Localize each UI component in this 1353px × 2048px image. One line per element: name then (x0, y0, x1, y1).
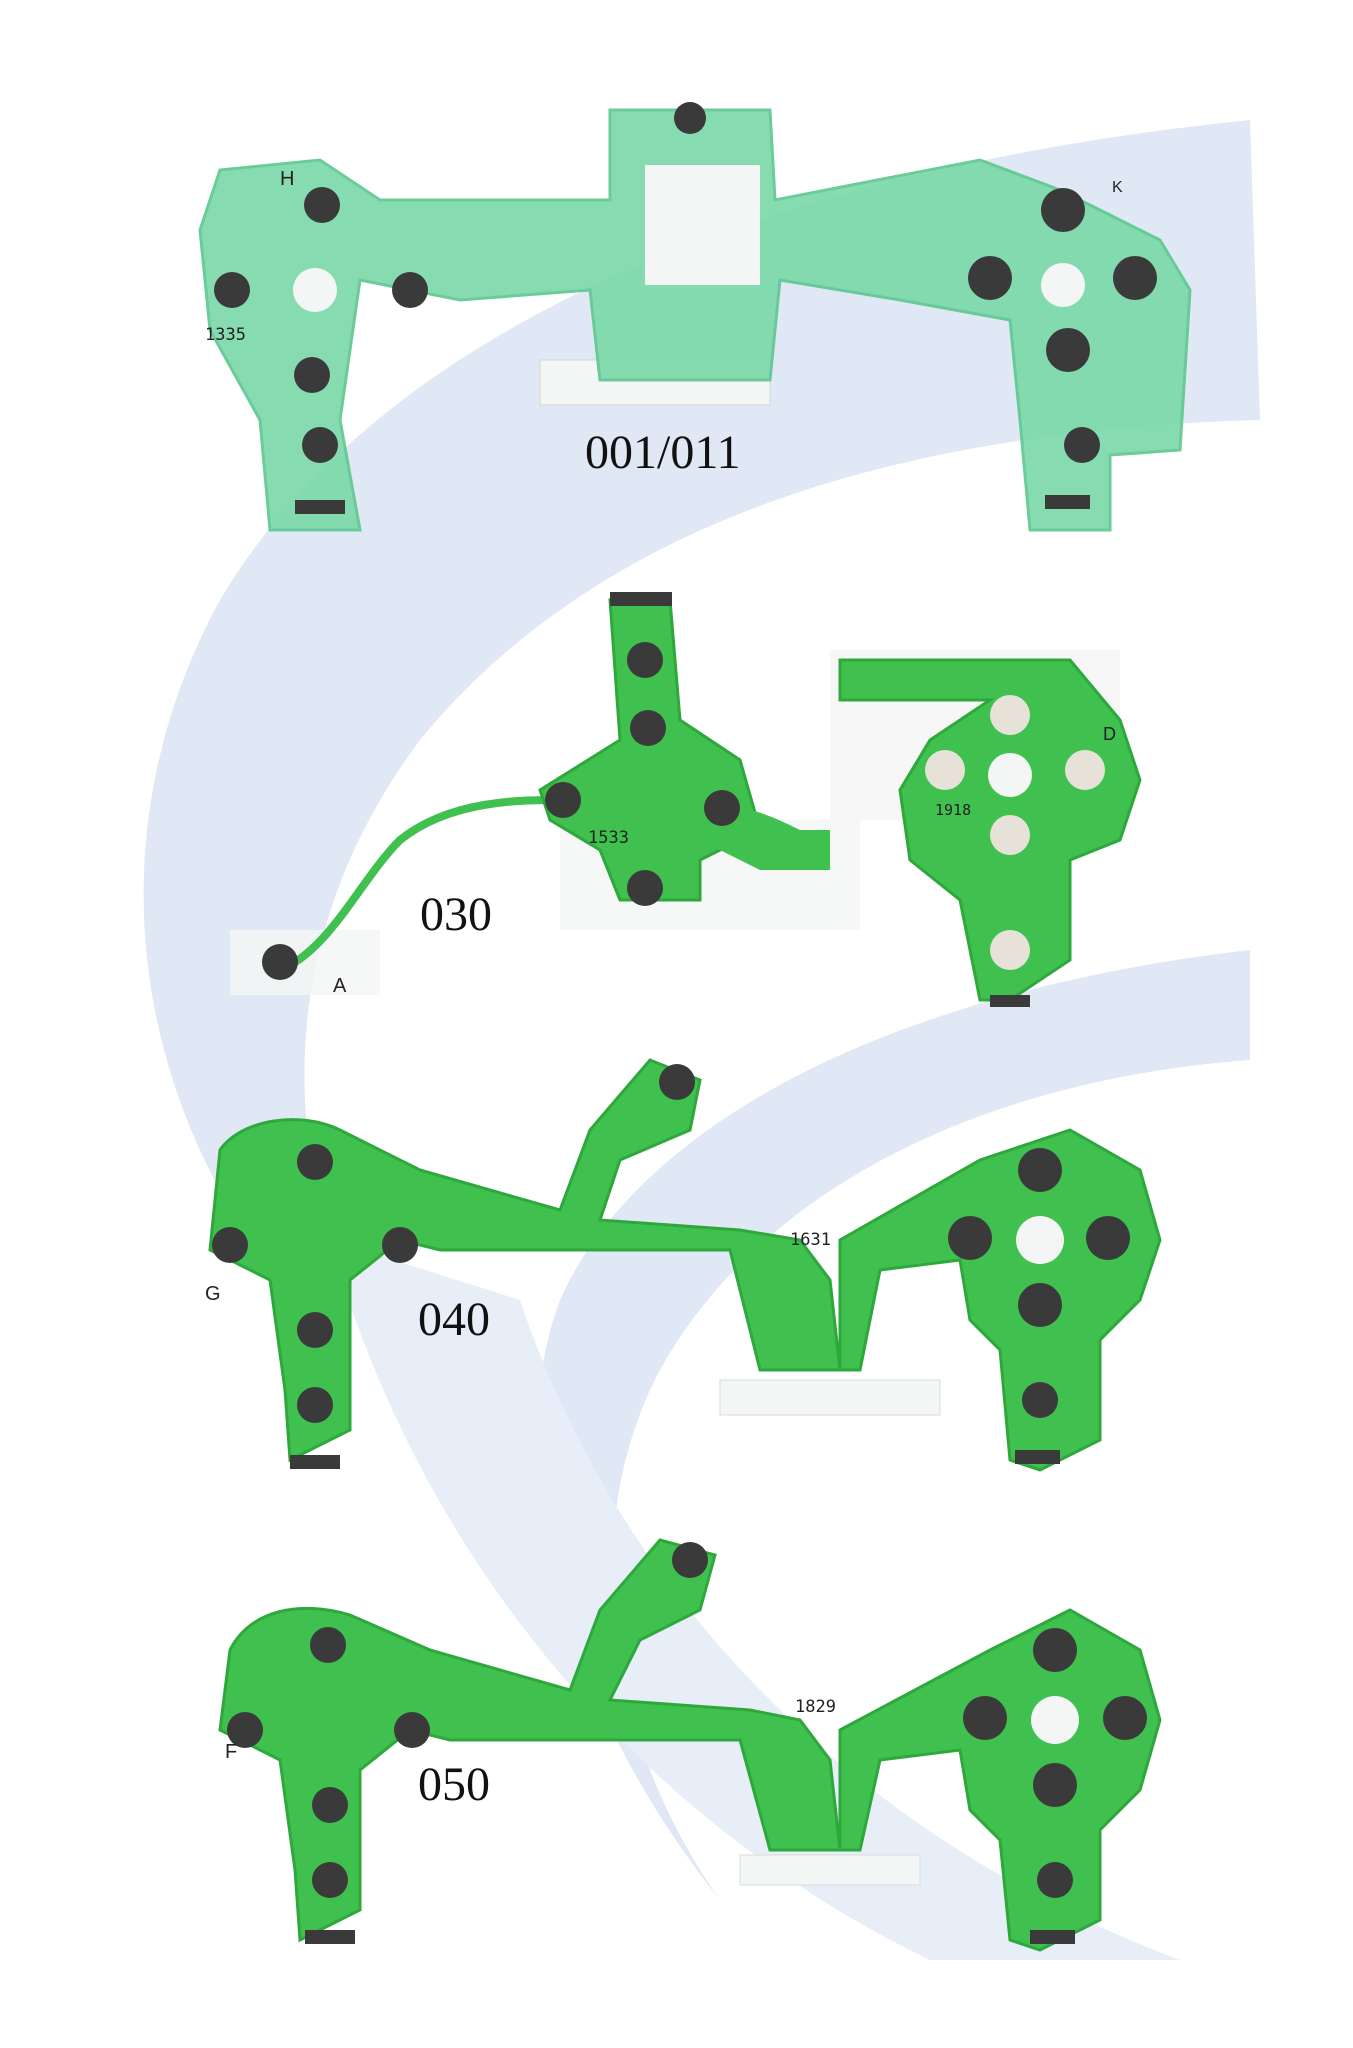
letter-marker-f: F (225, 1741, 237, 1763)
ribbon-050 (218, 1538, 1162, 1952)
letter-marker-d: D (1103, 724, 1116, 744)
code-marker-1533: 1533 (588, 828, 629, 848)
ribbon-001-011 (198, 102, 1192, 532)
model-label-040: 040 (418, 1293, 490, 1346)
model-label-030: 030 (420, 888, 492, 941)
model-label-001-011: 001/011 (585, 426, 741, 479)
code-marker-1631: 1631 (790, 1230, 831, 1250)
letter-marker-g: G (205, 1283, 221, 1305)
letter-marker-k: K (1112, 179, 1123, 196)
letter-marker-a: A (333, 975, 347, 997)
code-marker-1918: 1918 (935, 801, 971, 819)
ribbon-040 (208, 1058, 1162, 1472)
background-swoosh (143, 120, 1261, 1960)
ribbon-030-left (230, 592, 860, 995)
code-marker-1829: 1829 (795, 1697, 836, 1717)
model-label-050: 050 (418, 1758, 490, 1811)
ribbon-030-right (830, 650, 1142, 1007)
code-marker-1335: 1335 (205, 325, 246, 345)
letter-marker-h: H (280, 168, 294, 190)
